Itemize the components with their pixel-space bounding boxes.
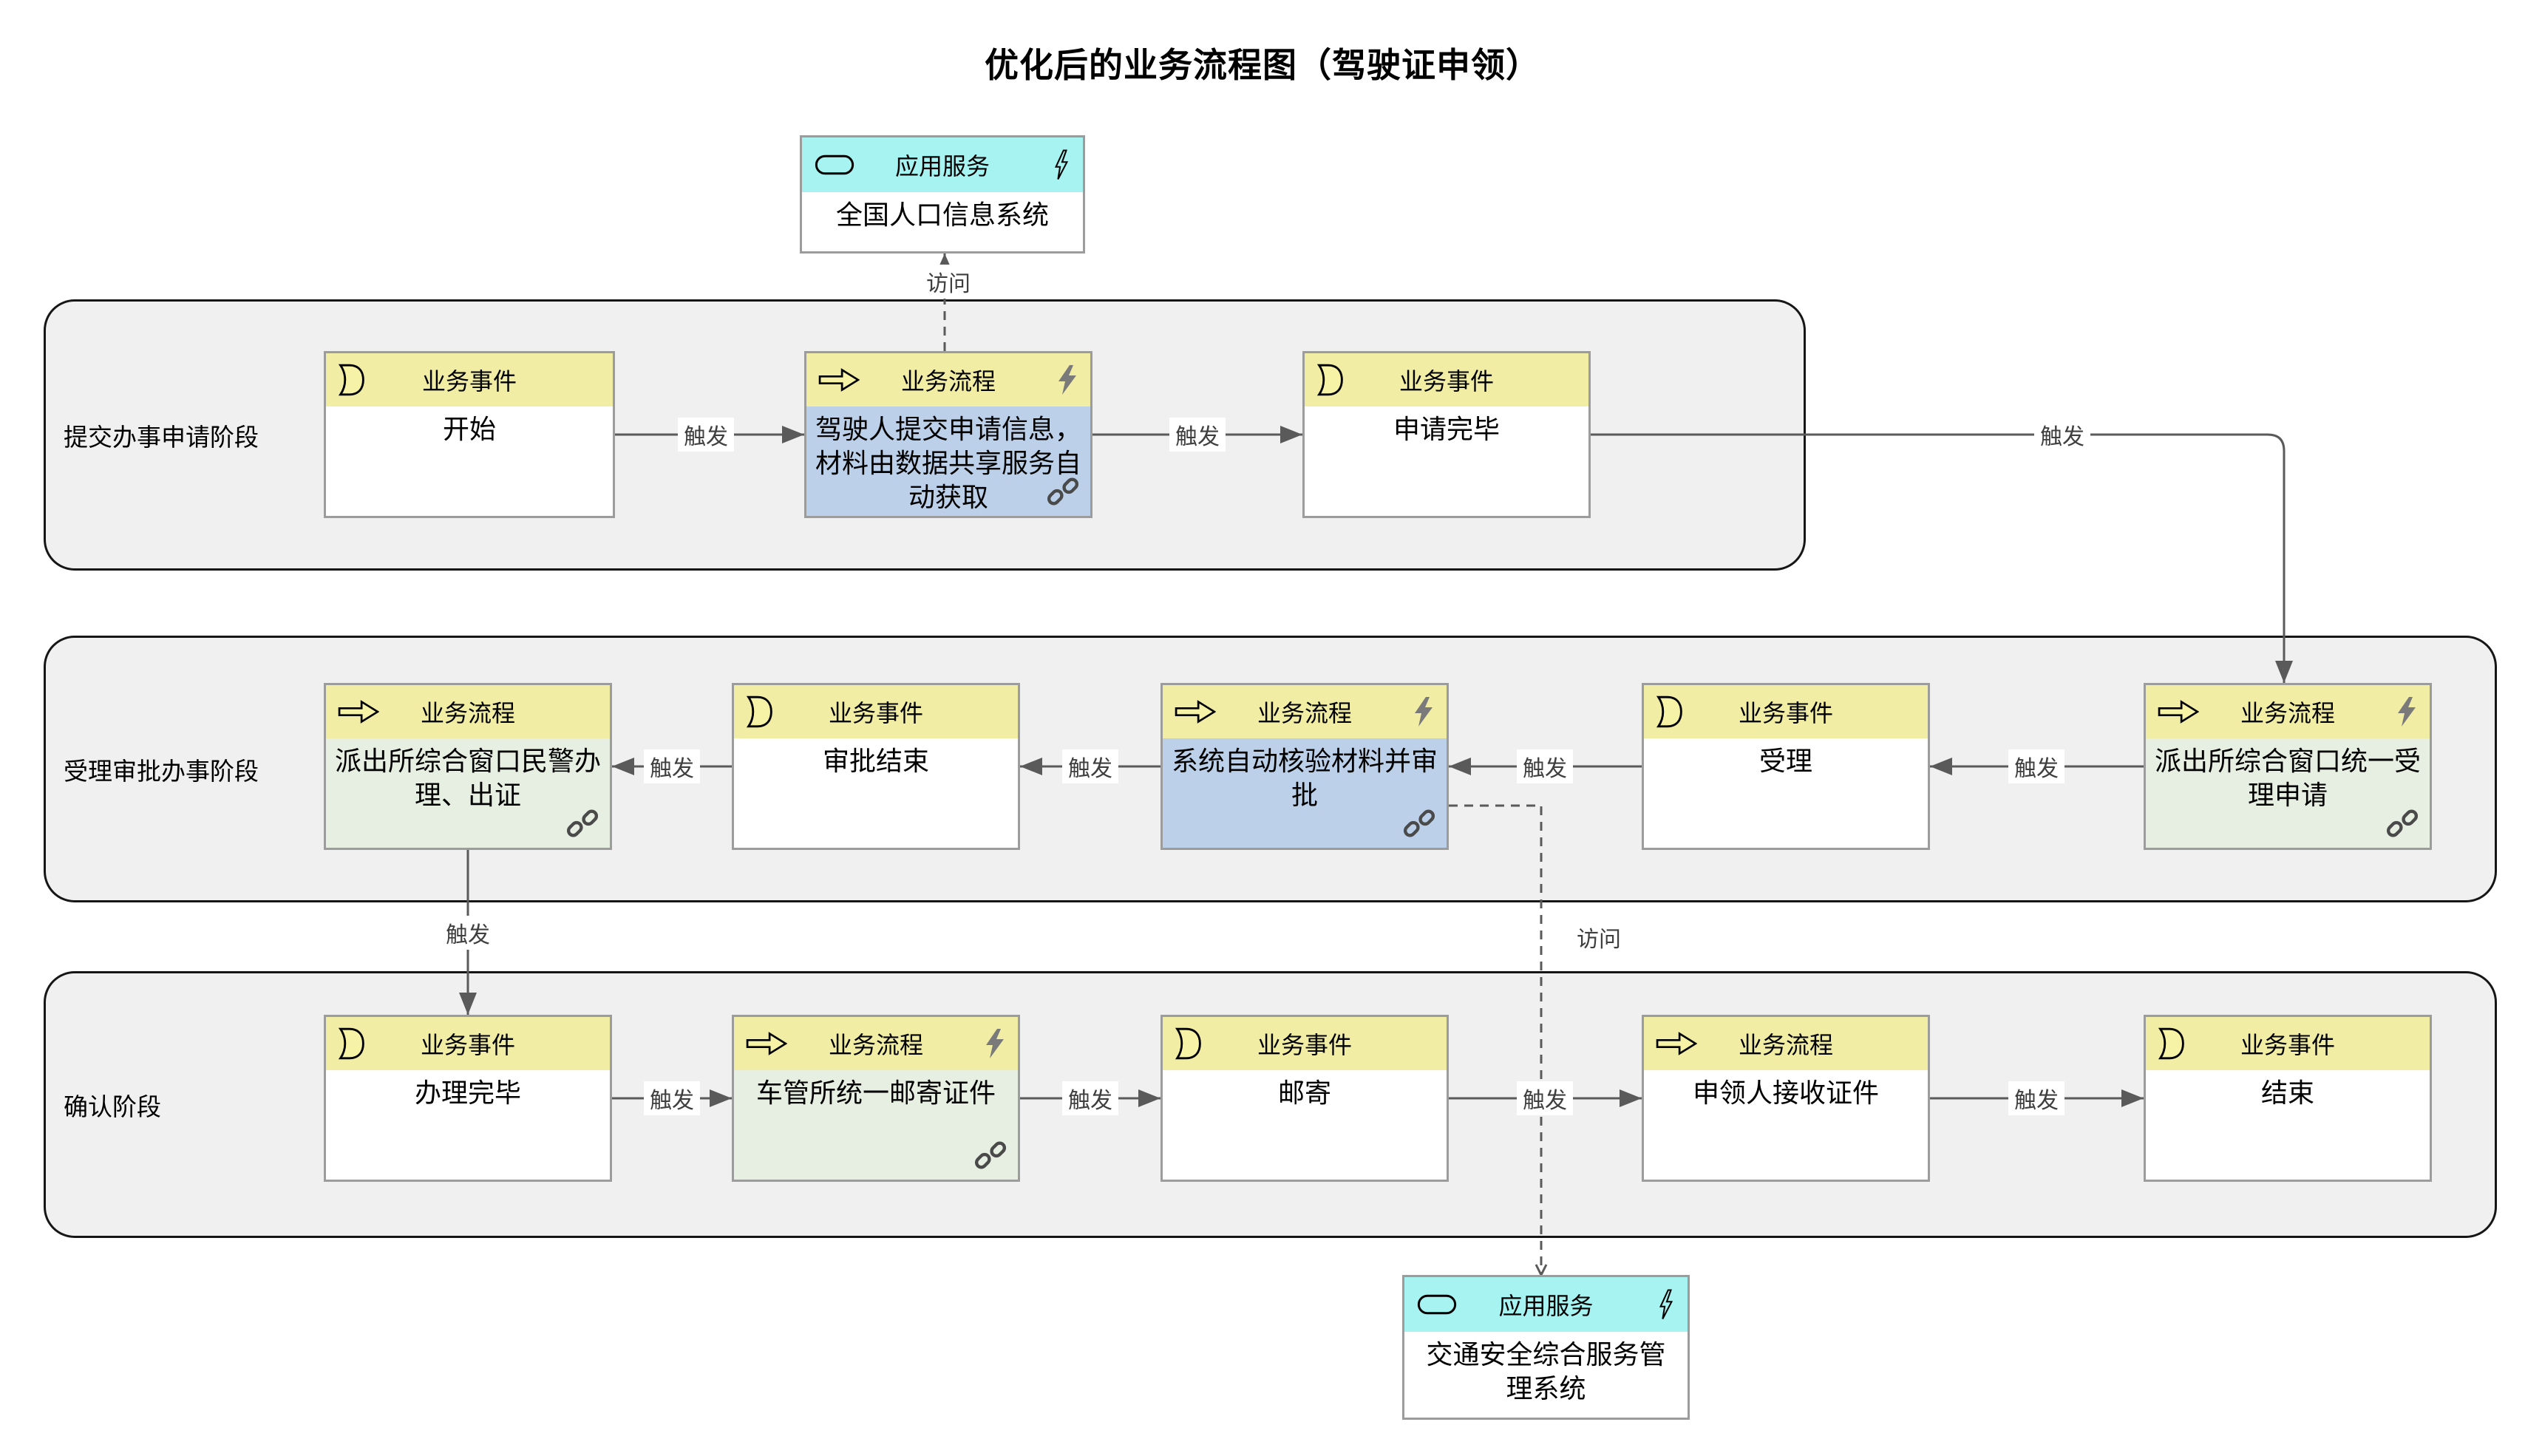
node-type-label: 业务事件 [828, 700, 923, 727]
node-title: 邮寄 [1277, 1078, 1331, 1108]
trigger-label: 触发 [2034, 418, 2090, 452]
node-title: 申领人接收证件 [1692, 1078, 1879, 1108]
node-app-service-national-population-system: 应用服务 全国人口信息系统 [800, 135, 1085, 254]
node-title: 全国人口信息系统 [835, 200, 1049, 230]
node-title: 车管所统一邮寄证件 [755, 1078, 996, 1108]
node-type-label: 业务流程 [2240, 700, 2335, 727]
node-type-label: 业务事件 [421, 368, 517, 395]
node-type-label: 应用服务 [1498, 1293, 1594, 1319]
node-type-label: 应用服务 [894, 153, 990, 180]
node-type-label: 业务事件 [1738, 700, 1833, 727]
node-event-accepted: 业务事件 受理 [1642, 683, 1930, 850]
node-type-label: 业务事件 [1399, 368, 1494, 395]
business-process-icon [1656, 1031, 1697, 1056]
node-title: 系统自动核验材料并审批 [1172, 746, 1438, 811]
business-process-icon [1175, 699, 1216, 724]
node-type-label: 业务事件 [2240, 1032, 2335, 1058]
application-service-icon [1416, 1293, 1458, 1316]
node-type-label: 业务事件 [420, 1032, 515, 1058]
link-icon [1046, 474, 1080, 508]
node-type-label: 业务流程 [1738, 1032, 1833, 1058]
lane-label-confirm-stage: 确认阶段 [64, 1092, 161, 1120]
node-event-application-complete: 业务事件 申请完毕 [1302, 351, 1591, 518]
node-type-label: 业务流程 [828, 1032, 923, 1058]
access-label: 访问 [1571, 920, 1627, 954]
automation-lightning-icon [1056, 364, 1078, 396]
business-event-icon [746, 695, 774, 728]
trigger-label: 触发 [2008, 1081, 2064, 1115]
business-event-icon [1656, 695, 1684, 728]
business-event-icon [338, 1027, 366, 1060]
lightning-outline-icon [1656, 1287, 1676, 1321]
node-title: 申请完毕 [1393, 414, 1500, 444]
application-service-icon [814, 154, 855, 176]
trigger-label: 触发 [1517, 749, 1573, 783]
link-icon [2385, 806, 2419, 840]
node-title: 受理 [1758, 746, 1812, 776]
business-process-icon [338, 699, 379, 724]
link-icon [1402, 806, 1436, 840]
node-title: 办理完毕 [414, 1078, 521, 1108]
node-process-dmv-mail-certificate: 业务流程 车管所统一邮寄证件 [732, 1015, 1020, 1182]
lightning-outline-icon [1052, 148, 1071, 182]
trigger-label: 触发 [1062, 749, 1118, 783]
business-event-icon [338, 364, 366, 396]
node-type-label: 业务流程 [900, 368, 996, 395]
business-process-icon [746, 1031, 787, 1056]
node-process-unified-accept-window: 业务流程 派出所综合窗口统一受理申请 [2144, 683, 2432, 850]
link-icon [565, 806, 599, 840]
node-title: 派出所综合窗口统一受理申请 [2155, 746, 2422, 811]
node-type-label: 业务事件 [1257, 1032, 1352, 1058]
access-label: 访问 [920, 265, 976, 299]
node-title: 开始 [442, 414, 496, 444]
business-event-icon [1175, 1027, 1203, 1060]
node-app-service-traffic-safety-system: 应用服务 交通安全综合服务管理系统 [1402, 1275, 1690, 1420]
node-event-end: 业务事件 结束 [2144, 1015, 2432, 1182]
trigger-label: 触发 [644, 749, 700, 783]
trigger-label: 触发 [678, 418, 734, 452]
trigger-label: 触发 [1517, 1081, 1573, 1115]
node-title: 交通安全综合服务管理系统 [1426, 1339, 1666, 1404]
node-process-auto-verify-approve: 业务流程 系统自动核验材料并审批 [1160, 683, 1449, 850]
lane-label-accept-approve-stage: 受理审批办事阶段 [64, 757, 259, 785]
trigger-label: 触发 [1062, 1081, 1118, 1115]
automation-lightning-icon [2396, 695, 2418, 728]
automation-lightning-icon [984, 1027, 1006, 1060]
node-event-mailed: 业务事件 邮寄 [1160, 1015, 1449, 1182]
node-process-driver-submit-application: 业务流程 驾驶人提交申请信息，材料由数据共享服务自动获取 [804, 351, 1092, 518]
node-type-label: 业务流程 [1257, 700, 1352, 727]
node-title: 驾驶人提交申请信息，材料由数据共享服务自动获取 [815, 414, 1082, 513]
business-process-icon [2158, 699, 2199, 724]
diagram-title: 优化后的业务流程图（驾驶证申领） [985, 46, 1540, 84]
node-event-handling-complete: 业务事件 办理完毕 [324, 1015, 612, 1182]
business-event-icon [1316, 364, 1345, 396]
node-type-label: 业务流程 [420, 700, 515, 727]
trigger-label: 触发 [644, 1081, 700, 1115]
automation-lightning-icon [1413, 695, 1435, 728]
node-title: 派出所综合窗口民警办理、出证 [335, 746, 602, 811]
business-event-icon [2158, 1027, 2186, 1060]
trigger-label: 触发 [1169, 418, 1226, 452]
business-process-icon [818, 367, 860, 392]
node-event-start: 业务事件 开始 [324, 351, 615, 518]
trigger-label: 触发 [2008, 749, 2064, 783]
link-icon [973, 1138, 1007, 1172]
trigger-label: 触发 [440, 916, 496, 950]
node-title: 结束 [2260, 1078, 2314, 1108]
node-process-police-window-issue: 业务流程 派出所综合窗口民警办理、出证 [324, 683, 612, 850]
lane-label-submit-stage: 提交办事申请阶段 [64, 423, 259, 451]
node-process-applicant-receive-certificate: 业务流程 申领人接收证件 [1642, 1015, 1930, 1182]
node-title: 审批结束 [822, 746, 929, 776]
node-event-approval-finished: 业务事件 审批结束 [732, 683, 1020, 850]
